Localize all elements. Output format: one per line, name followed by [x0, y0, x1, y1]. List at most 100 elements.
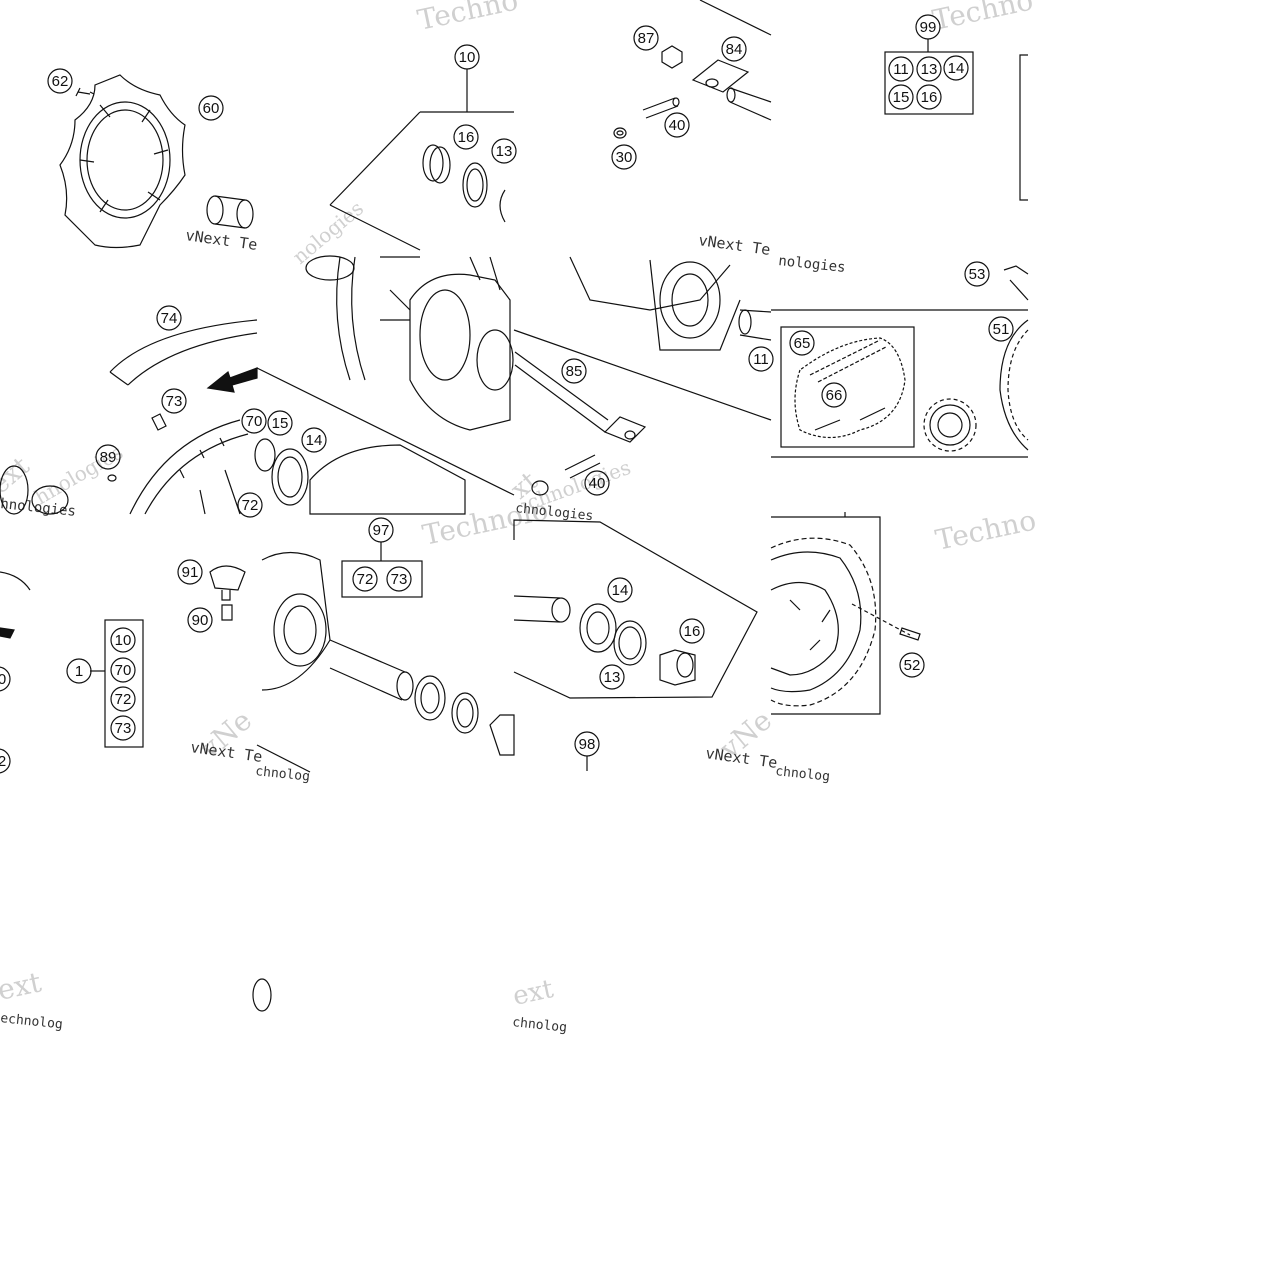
watermark-text: nologies [288, 196, 368, 269]
watermark-text: vNext Te [697, 231, 771, 259]
sprocket-bolt [851, 603, 921, 641]
callout-number: 62 [52, 73, 69, 90]
callout: 10 [454, 44, 480, 70]
callout: 1 [66, 658, 92, 684]
kit-97-box [341, 542, 423, 598]
callout-number: 74 [161, 310, 178, 327]
callout-number: 85 [566, 363, 583, 380]
callout-number: 51 [993, 321, 1010, 338]
callout-number: 15 [893, 89, 910, 106]
callout: 72 [352, 566, 378, 592]
callout: 74 [156, 305, 182, 331]
valve-parts [107, 413, 167, 482]
callout-number: 99 [920, 19, 937, 36]
callout: 66 [821, 382, 847, 408]
watermark-text: Techno [415, 0, 521, 37]
callout: 70 [110, 657, 136, 683]
bearing-left [0, 465, 69, 515]
tyre-segment [109, 319, 258, 386]
callout-number: 15 [272, 415, 289, 432]
leader-line [329, 69, 514, 251]
callout-number: 90 [192, 612, 209, 629]
callout: 70 [241, 408, 267, 434]
callout: 13 [491, 138, 517, 164]
callout: 72 [110, 686, 136, 712]
callout-number: 66 [826, 387, 843, 404]
callout-number: 1 [75, 663, 83, 680]
callout: 65 [789, 330, 815, 356]
callout-number: 11 [893, 61, 909, 78]
spacer-tube [513, 595, 571, 623]
callout: 90 [187, 607, 213, 633]
callout-number: 73 [391, 571, 408, 588]
callout-number: 40 [669, 117, 686, 134]
watermark-text: chnolog [775, 764, 831, 785]
watermark-text: vNext Te [189, 738, 263, 766]
callout-number: 70 [246, 413, 263, 430]
rear-sprocket-top [771, 319, 1029, 458]
callout-number: 87 [638, 30, 655, 47]
axle-85 [514, 351, 647, 496]
callout: 15 [267, 410, 293, 436]
watermark-text: chnolog [512, 1015, 568, 1036]
callout: 91 [177, 559, 203, 585]
seal-ring [422, 144, 506, 223]
hub-bottom [256, 551, 515, 773]
callout-number: 91 [182, 564, 199, 581]
watermark-text: ext [0, 451, 36, 500]
callout: 89 [95, 444, 121, 470]
callout: 16 [679, 618, 705, 644]
rotation-arrow [206, 367, 258, 393]
callout: 30 [611, 144, 637, 170]
callout: 13 [599, 664, 625, 690]
callout-number: 16 [458, 129, 475, 146]
callout-number: 73 [166, 393, 183, 410]
callout: 99 [915, 14, 941, 40]
callout-number: 40 [589, 475, 606, 492]
brake-disc [59, 74, 186, 249]
callout: 14 [301, 427, 327, 453]
callout: 53 [964, 261, 990, 287]
callout: 97 [368, 517, 394, 543]
watermark-text: hnologies [0, 496, 77, 520]
hub-lower [254, 255, 515, 515]
callout-number: 14 [612, 582, 629, 599]
callout: 11 [748, 346, 774, 372]
callout: 62 [47, 68, 73, 94]
callout: 16 [453, 124, 479, 150]
callout-number: 70 [115, 662, 132, 679]
chain-kit-box [780, 326, 915, 448]
callout-number: 52 [904, 657, 921, 674]
rear-sprocket-box [771, 512, 881, 715]
watermark-dark-layer: vNext Te vNext Te vNext Te vNext Te nolo… [0, 226, 846, 1036]
callout-number: 10 [459, 49, 476, 66]
callout: 52 [899, 652, 925, 678]
watermark-text: vNext Te [184, 226, 258, 254]
callout: 72 [237, 492, 263, 518]
callout: 85 [561, 358, 587, 384]
callout-number: 65 [794, 335, 811, 352]
callout-number: 14 [306, 432, 323, 449]
callout-number: 11 [753, 351, 769, 368]
hub-right [513, 256, 772, 421]
callout: 87 [633, 25, 659, 51]
callout-number: 97 [373, 522, 390, 539]
disc-bolt [75, 87, 95, 97]
callout: 0 [0, 666, 11, 692]
callout: 14 [607, 577, 633, 603]
watermark-text: echnolog [0, 1011, 63, 1032]
watermark-text: ext [0, 965, 45, 1007]
callout: 40 [584, 470, 610, 496]
callout-layer: 62 60 10 16 13 87 84 40 30 99 11 13 14 1… [0, 14, 1014, 774]
callout: 73 [110, 715, 136, 741]
callout-number: 10 [115, 632, 132, 649]
callout-number: 72 [115, 691, 132, 708]
callout: 10 [110, 627, 136, 653]
callout-number: 53 [969, 266, 986, 283]
callout-number: 98 [579, 736, 596, 753]
rim-wheel [129, 419, 249, 515]
front-sprocket [923, 398, 977, 452]
callout: 16 [916, 84, 942, 110]
callout-number: 16 [684, 623, 701, 640]
